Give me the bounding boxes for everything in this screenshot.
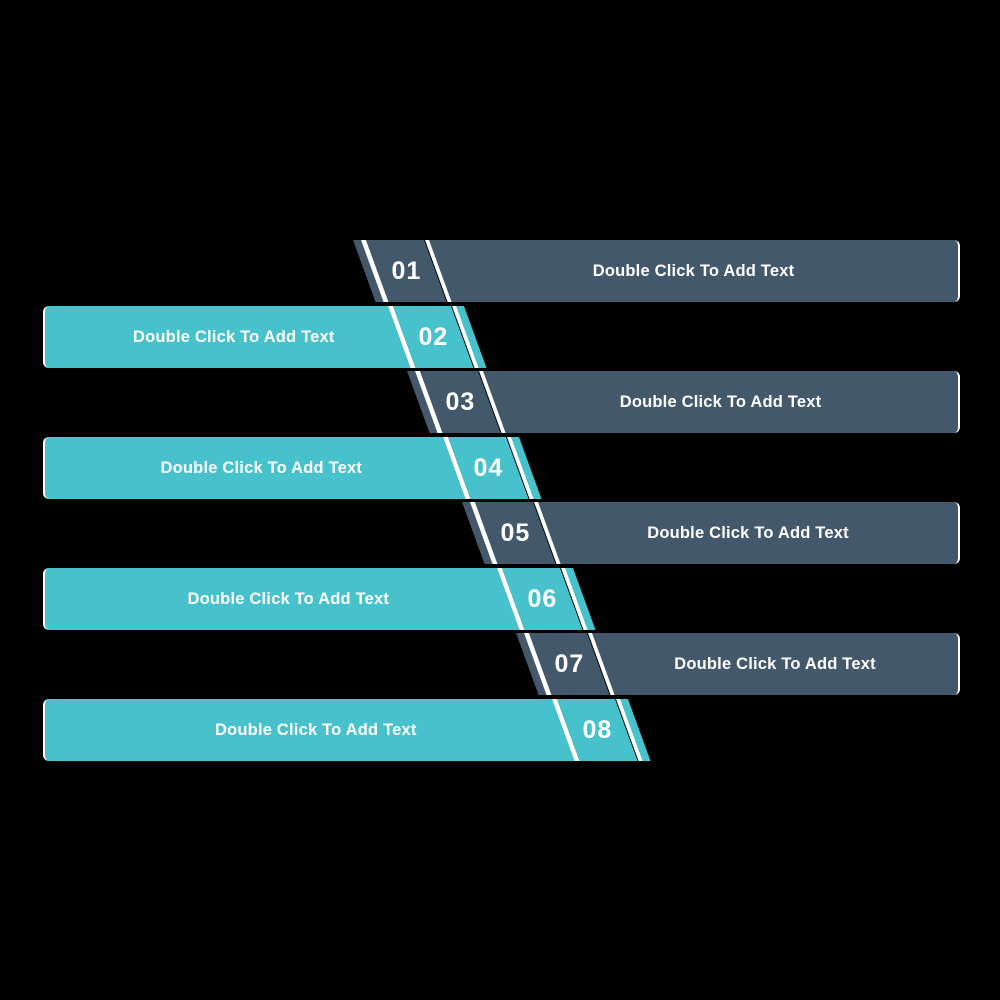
step-number: 02 (418, 322, 449, 351)
step-row-07: 07 Double Click To Add Text (0, 633, 1000, 695)
step-number: 05 (500, 518, 531, 547)
step-text-bar[interactable]: Double Click To Add Text (43, 568, 520, 630)
step-number: 01 (391, 256, 422, 285)
step-bar-label: Double Click To Add Text (160, 458, 363, 477)
step-row-06: Double Click To Add Text 06 (0, 568, 1000, 630)
step-number: 04 (473, 453, 504, 482)
step-row-04: Double Click To Add Text 04 (0, 437, 1000, 499)
step-bar-label: Double Click To Add Text (133, 327, 335, 346)
step-number: 08 (582, 715, 613, 744)
step-row-01: 01 Double Click To Add Text (0, 240, 1000, 302)
step-bar-label: Double Click To Add Text (187, 589, 390, 608)
step-bar-label: Double Click To Add Text (592, 261, 795, 280)
step-text-bar[interactable]: Double Click To Add Text (43, 437, 466, 499)
step-number: 06 (527, 584, 558, 613)
step-bar-label: Double Click To Add Text (215, 720, 417, 739)
step-text-bar[interactable]: Double Click To Add Text (43, 699, 575, 761)
step-row-05: 05 Double Click To Add Text (0, 502, 1000, 564)
step-text-bar[interactable]: Double Click To Add Text (592, 633, 960, 695)
step-row-02: Double Click To Add Text 02 (0, 306, 1000, 368)
step-number: 03 (445, 387, 476, 416)
step-text-bar[interactable]: Double Click To Add Text (429, 240, 960, 302)
step-bar-label: Double Click To Add Text (619, 392, 822, 411)
step-text-bar[interactable]: Double Click To Add Text (483, 371, 960, 433)
step-number: 07 (554, 649, 585, 678)
step-text-bar[interactable]: Double Click To Add Text (43, 306, 411, 368)
step-text-bar[interactable]: Double Click To Add Text (538, 502, 960, 564)
step-bar-label: Double Click To Add Text (647, 523, 849, 542)
step-row-08: Double Click To Add Text 08 (0, 699, 1000, 761)
step-bar-label: Double Click To Add Text (674, 654, 876, 673)
step-row-03: 03 Double Click To Add Text (0, 371, 1000, 433)
